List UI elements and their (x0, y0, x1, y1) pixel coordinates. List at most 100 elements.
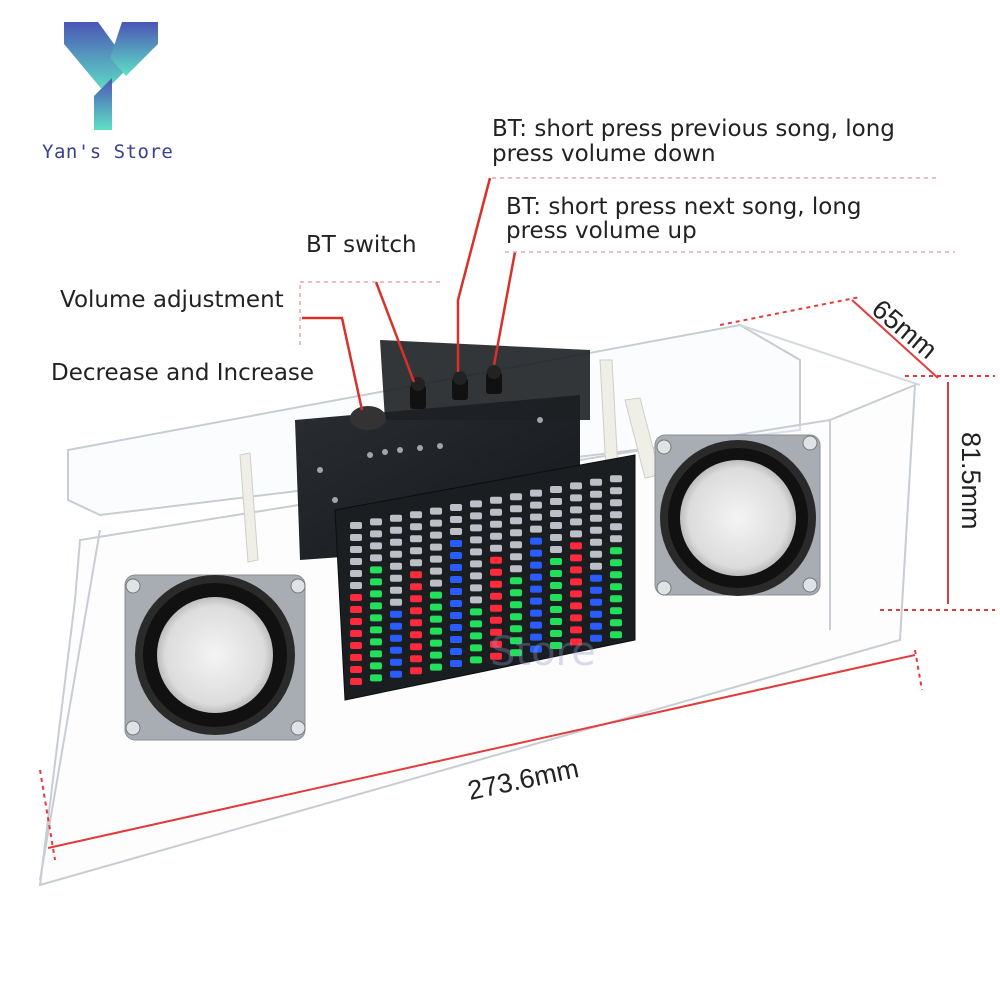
led-pixel (590, 526, 602, 534)
led-pixel (490, 556, 502, 564)
led-pixel (570, 506, 582, 514)
prev-song-callout-line (456, 177, 492, 372)
next-song-label-line1: BT: short press next song, long (506, 194, 862, 220)
led-pixel (410, 607, 422, 615)
led-pixel (590, 514, 602, 522)
led-pixel (410, 631, 422, 639)
led-pixel (590, 490, 602, 498)
led-pixel (610, 547, 622, 555)
led-pixel (550, 642, 562, 649)
led-pixel (530, 633, 542, 641)
led-pixel (410, 559, 422, 567)
led-pixel (410, 655, 422, 663)
led-pixel (470, 596, 482, 604)
volume-adjustment-label: Volume adjustment (60, 287, 284, 313)
led-pixel (430, 579, 442, 587)
led-pixel (470, 536, 482, 544)
led-pixel (530, 525, 542, 533)
led-pixel (550, 618, 562, 625)
led-pixel (510, 577, 522, 585)
led-pixel (490, 544, 502, 552)
led-pixel (530, 561, 542, 569)
led-pixel (610, 523, 622, 531)
led-pixel (550, 630, 562, 637)
led-pixel (490, 640, 502, 648)
led-pixel (570, 518, 582, 526)
led-pixel (430, 531, 442, 539)
led-pixel (410, 595, 422, 603)
led-pixel (610, 559, 622, 567)
led-pixel (490, 652, 502, 660)
led-pixel (490, 628, 502, 636)
led-pixel (390, 634, 402, 642)
led-pixel (490, 616, 502, 624)
led-pixel (350, 654, 362, 661)
led-pixel (590, 634, 602, 642)
led-pixel (430, 663, 442, 671)
led-pixel (530, 501, 542, 509)
led-pixel (490, 568, 502, 576)
led-pixel (410, 523, 422, 531)
led-pixel (450, 648, 462, 655)
led-pixel (470, 620, 482, 628)
led-pixel (430, 555, 442, 563)
led-pixel (570, 566, 582, 574)
led-pixel (410, 667, 422, 675)
led-pixel (350, 678, 362, 685)
led-pixel (530, 489, 542, 497)
callout-lines (302, 177, 517, 411)
led-pixel (470, 608, 482, 616)
led-pixel (530, 549, 542, 557)
led-pixel (410, 619, 422, 627)
led-pixel (550, 546, 562, 553)
led-pixel (370, 518, 382, 526)
led-pixel (450, 600, 462, 607)
led-pixel (410, 535, 422, 543)
led-pixel (370, 626, 382, 634)
led-pixel (570, 578, 582, 586)
led-pixel (350, 534, 362, 541)
led-pixel (610, 511, 622, 519)
led-pixel (450, 612, 462, 619)
dimension-lines (39, 296, 995, 861)
led-pixel (550, 594, 562, 601)
led-pixel (510, 517, 522, 525)
led-pixel (470, 656, 482, 664)
led-pixel (510, 529, 522, 537)
led-pixel (390, 550, 402, 558)
led-pixel (490, 508, 502, 516)
led-pixel (430, 507, 442, 515)
led-pixel (450, 540, 462, 547)
bt-switch-button[interactable] (410, 385, 426, 409)
led-pixel (510, 541, 522, 549)
led-pixel (450, 552, 462, 559)
led-pixel (450, 516, 462, 523)
logo-stem (94, 78, 112, 130)
led-pixel (470, 560, 482, 568)
led-grid (350, 475, 622, 685)
led-pixel (430, 567, 442, 575)
led-pixel (390, 586, 402, 594)
led-pixel (370, 614, 382, 622)
next-song-callout-line (492, 251, 517, 366)
height-label: 81.5mm (956, 432, 986, 530)
store-logo (64, 22, 158, 130)
led-pixel (550, 498, 562, 505)
led-pixel (610, 595, 622, 603)
led-pixel (370, 674, 382, 682)
led-pixel (590, 610, 602, 618)
led-pixel (430, 591, 442, 599)
led-pixel (450, 660, 462, 667)
led-pixel (490, 592, 502, 600)
led-pixel (390, 526, 402, 534)
led-pixel (510, 589, 522, 597)
led-pixel (510, 601, 522, 609)
led-pixel (350, 630, 362, 637)
led-pixel (410, 583, 422, 591)
led-pixel (550, 558, 562, 565)
led-pixel (570, 626, 582, 634)
led-pixel (550, 606, 562, 613)
led-pixel (390, 610, 402, 618)
volume-knob[interactable] (350, 406, 386, 430)
